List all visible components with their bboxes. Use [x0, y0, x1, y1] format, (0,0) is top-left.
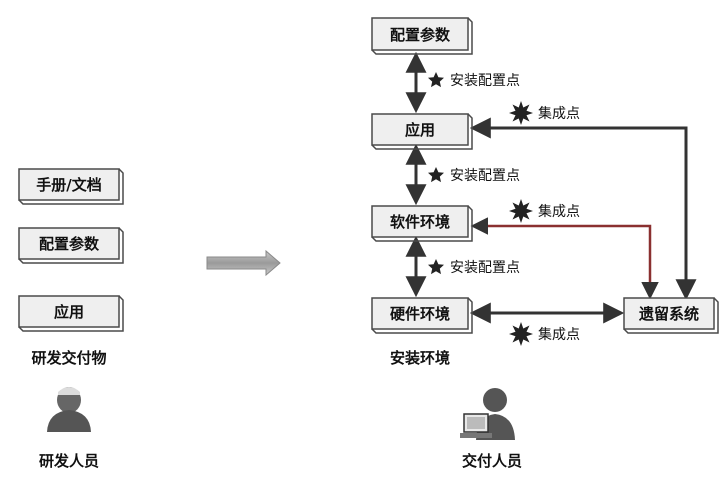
deliverable-manual-label: 手册/文档: [36, 176, 101, 194]
burst-star-icon: [509, 199, 533, 223]
stack-hardware-box: 硬件环境: [371, 297, 473, 334]
five-point-star-icon: [428, 259, 444, 275]
stack-connectors: [405, 51, 697, 324]
install-point-1-label: 安装配置点: [450, 73, 520, 89]
stack-app-label: 应用: [405, 121, 435, 139]
legacy-app-arrow: [469, 117, 697, 301]
big-right-arrow-icon: [206, 249, 281, 277]
integration-point-1: 集成点: [509, 101, 580, 125]
integration-point-1-label: 集成点: [538, 105, 580, 122]
integration-point-2: 集成点: [509, 199, 580, 223]
install-point-3: 安装配置点: [428, 259, 520, 276]
legacy-software-arrow: [470, 217, 659, 300]
deliverable-manual: 手册/文档: [18, 168, 124, 205]
install-point-2: 安装配置点: [428, 167, 520, 184]
stack-config-box: 配置参数: [371, 17, 473, 55]
integration-point-2-label: 集成点: [538, 203, 580, 220]
deliverable-config-label: 配置参数: [39, 235, 100, 253]
developer-label: 研发人员: [39, 452, 99, 470]
stack-software-label: 软件环境: [390, 213, 450, 231]
stack-software-box: 软件环境: [371, 205, 473, 242]
burst-star-icon: [509, 322, 533, 346]
install-point-3-label: 安装配置点: [450, 260, 520, 276]
install-env-caption: 安装环境: [390, 349, 450, 367]
developer-person-icon: [47, 387, 91, 432]
stack-app-box: 应用: [371, 113, 473, 150]
install-point-2-label: 安装配置点: [450, 168, 520, 184]
burst-star-icon: [509, 101, 533, 125]
deliverable-app-label: 应用: [54, 303, 84, 321]
deliverable-config: 配置参数: [18, 227, 124, 264]
legacy-system-box: 遗留系统: [623, 297, 719, 334]
legacy-system-label: 遗留系统: [638, 305, 699, 323]
deliverer-person-with-computer-icon: [460, 388, 515, 440]
integration-point-3: 集成点: [509, 322, 580, 346]
deliverables-caption: 研发交付物: [31, 349, 106, 367]
stack-config-label: 配置参数: [390, 26, 451, 44]
install-point-1: 安装配置点: [428, 72, 520, 89]
five-point-star-icon: [428, 167, 444, 183]
integration-point-3-label: 集成点: [538, 326, 580, 343]
deliverable-app: 应用: [18, 295, 124, 332]
stack-hardware-label: 硬件环境: [390, 305, 450, 323]
deliverer-label: 交付人员: [462, 452, 522, 470]
five-point-star-icon: [428, 72, 444, 88]
